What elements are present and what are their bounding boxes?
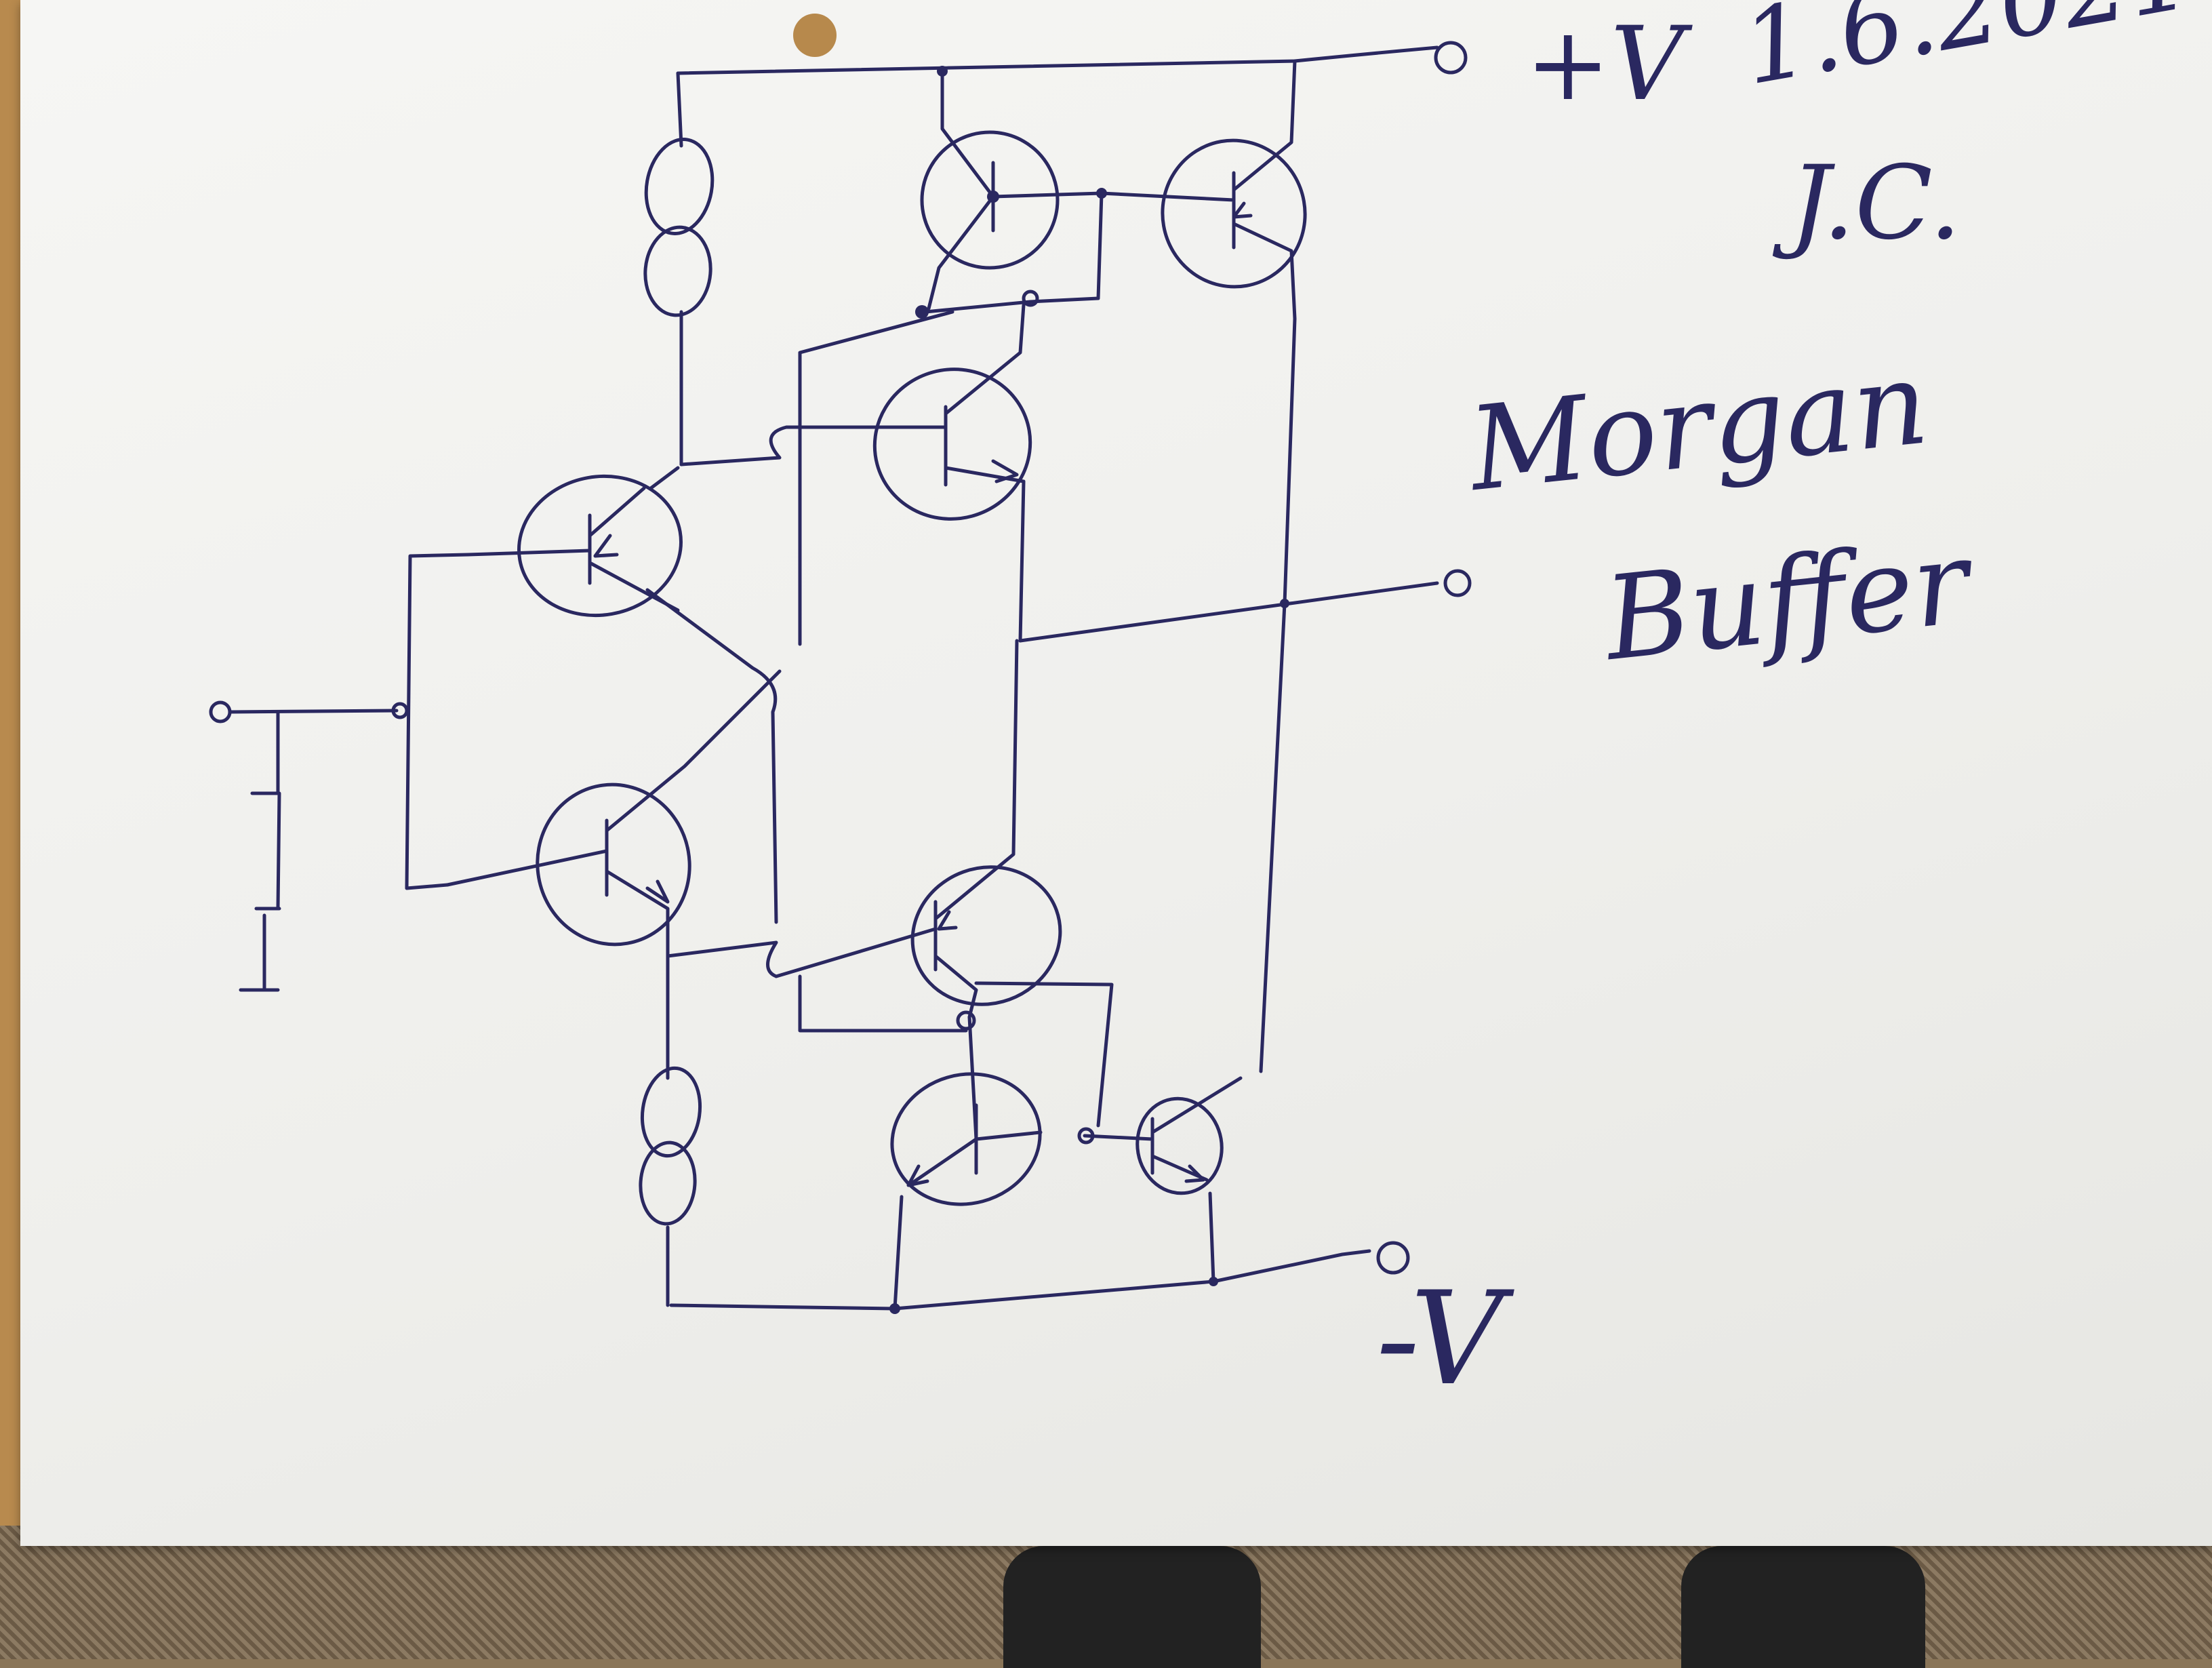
initials-label: J.C. [1790, 144, 1962, 262]
lower-current-source-ring-b [639, 1140, 697, 1226]
right-shoe [1681, 1546, 1925, 1668]
cross-wire-b [798, 310, 954, 646]
negative-terminal [1376, 1241, 1410, 1275]
punch-hole [793, 14, 837, 57]
lower-current-source-ring-a [640, 1066, 702, 1158]
transistor-q8 [1135, 1096, 1224, 1195]
input-terminal [209, 700, 232, 723]
transistor-q6 [1161, 138, 1307, 289]
input-splitter [405, 553, 470, 890]
positive-supply-label: +V [1525, 5, 1685, 123]
transistor-q3 [872, 368, 1032, 521]
cross-wire-a [645, 588, 778, 924]
output-line [1018, 581, 1439, 643]
input-node [391, 702, 409, 719]
positive-rail [676, 45, 1439, 75]
upper-current-source-wire [676, 71, 683, 466]
transistor-q1 [517, 474, 683, 618]
transistor-q7 [890, 1072, 1042, 1206]
upper-current-source-ring-b [643, 225, 712, 317]
transistor-q4 [910, 865, 1062, 1006]
upper-current-source-ring-a [644, 138, 715, 235]
input-capacitor [239, 710, 281, 992]
negative-rail [669, 1249, 1371, 1311]
left-shoe [1003, 1546, 1261, 1668]
output-terminal [1443, 569, 1472, 597]
negative-supply-label: -V [1376, 1264, 1504, 1414]
transistor-q5 [920, 130, 1060, 270]
transistor-q2 [536, 782, 691, 947]
positive-terminal [1434, 41, 1468, 75]
input-line [228, 709, 399, 714]
title-line-2: Buffer [1598, 515, 1975, 687]
